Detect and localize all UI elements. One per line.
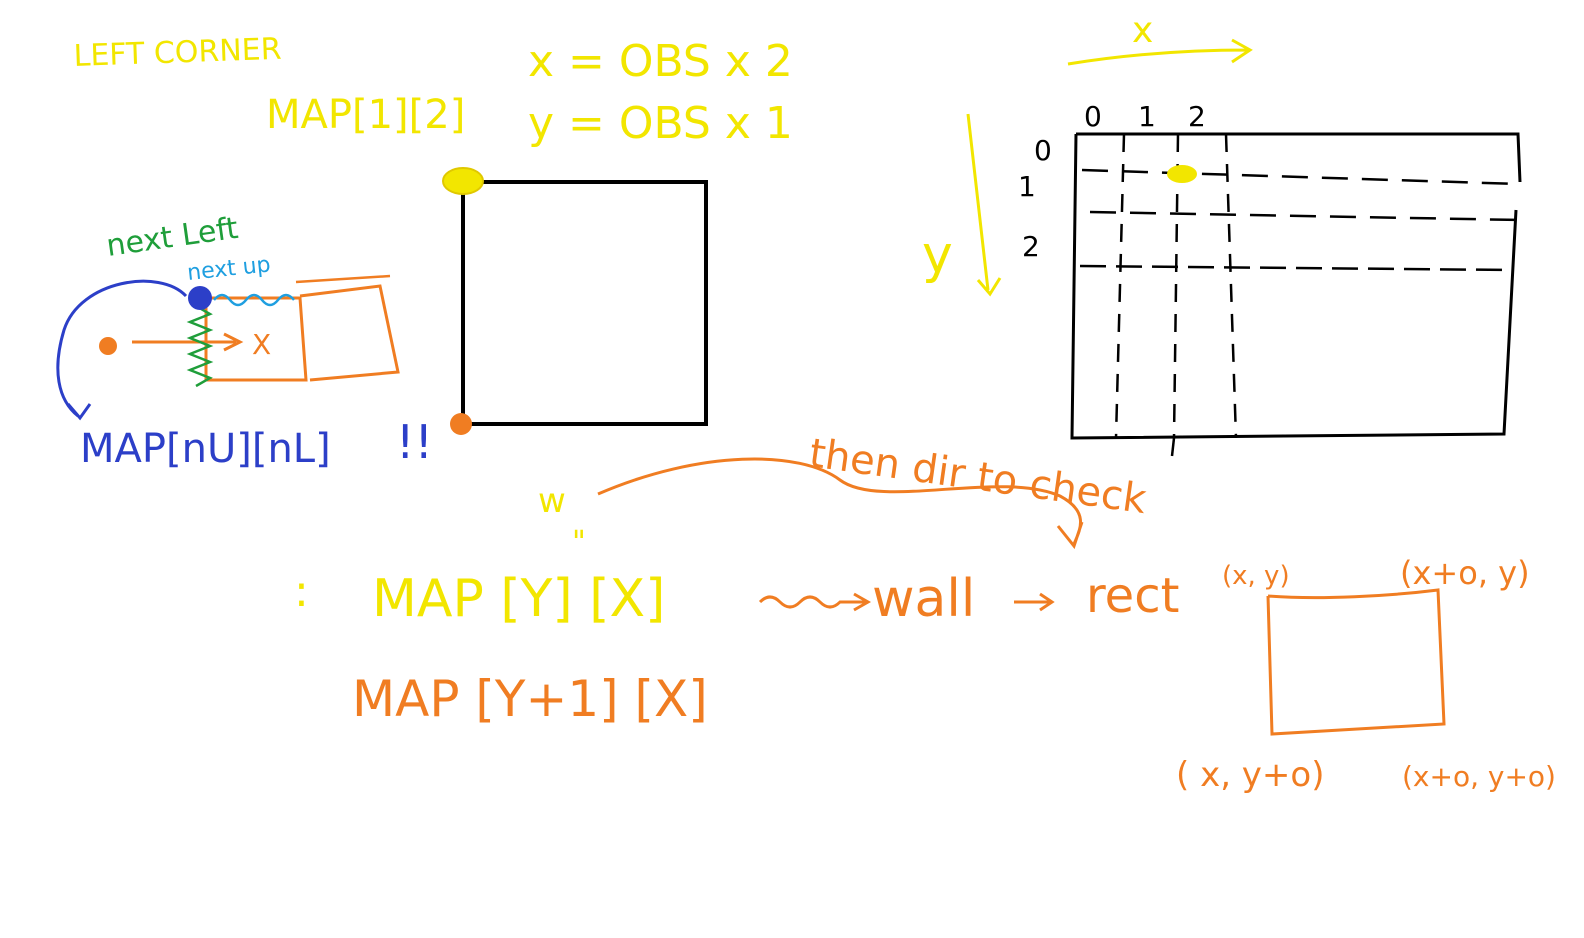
- neighbor-sketch: next Left next up X MAP[nU][nL] !!: [56, 211, 433, 472]
- rect-label: rect: [1086, 568, 1179, 624]
- x-formula: x = OBS x 2: [528, 36, 793, 87]
- quote-mark: ": [572, 525, 586, 560]
- grid-row-0: 0: [1034, 134, 1052, 167]
- corner-top-right: (x+o, y): [1400, 554, 1530, 592]
- grid-yellow-marker: [1167, 165, 1197, 183]
- grid-diagram: x y 0 1 2 0 1 2: [922, 10, 1522, 457]
- grid-x-axis-label: x: [1132, 10, 1153, 51]
- start-orange-dot: [99, 337, 117, 355]
- squiggle-arrow-wall: [758, 592, 872, 612]
- exclaim-mark: !!: [396, 415, 433, 469]
- direction-annotation: then dir to check w ": [538, 430, 1150, 560]
- grid-col-2: 2: [1188, 100, 1206, 133]
- obstacle-square: [461, 180, 708, 426]
- corner-bottom-right: (x+o, y+o): [1402, 760, 1556, 793]
- wall-label: wall: [872, 569, 975, 629]
- y-formula: y = OBS x 1: [528, 98, 793, 149]
- map-yx-label: MAP [Y] [X]: [372, 569, 665, 629]
- next-corner-blue-dot: [188, 286, 212, 310]
- colon-mark: :: [294, 566, 309, 617]
- next-left-label: next Left: [104, 211, 240, 264]
- grid-col-0: 0: [1084, 100, 1102, 133]
- corner-top-left: (x, y): [1222, 561, 1290, 591]
- top-left-yellow-dot: [442, 167, 484, 195]
- x-marker: X: [252, 328, 271, 361]
- corner-bottom-left: ( x, y+o): [1176, 755, 1324, 795]
- map-example-label: MAP[1][2]: [266, 92, 465, 138]
- grid-y-axis-label: y: [922, 225, 953, 285]
- rect-corners-diagram: (x, y) (x+o, y) ( x, y+o) (x+o, y+o): [1176, 554, 1556, 795]
- grid-col-1: 1: [1138, 100, 1156, 133]
- arrow-to-rect: [1014, 592, 1055, 612]
- next-up-label: next up: [186, 252, 272, 286]
- direction-note: then dir to check: [807, 430, 1150, 523]
- map-next-label: MAP[nU][nL]: [80, 426, 331, 472]
- grid-row-2: 2: [1022, 230, 1040, 263]
- grid-row-1: 1: [1018, 170, 1036, 203]
- w-label: w: [538, 481, 566, 521]
- left-corner-title: LEFT CORNER: [73, 32, 282, 74]
- bottom-left-orange-dot: [450, 413, 472, 435]
- map-y1x-label: MAP [Y+1] [X]: [352, 670, 708, 728]
